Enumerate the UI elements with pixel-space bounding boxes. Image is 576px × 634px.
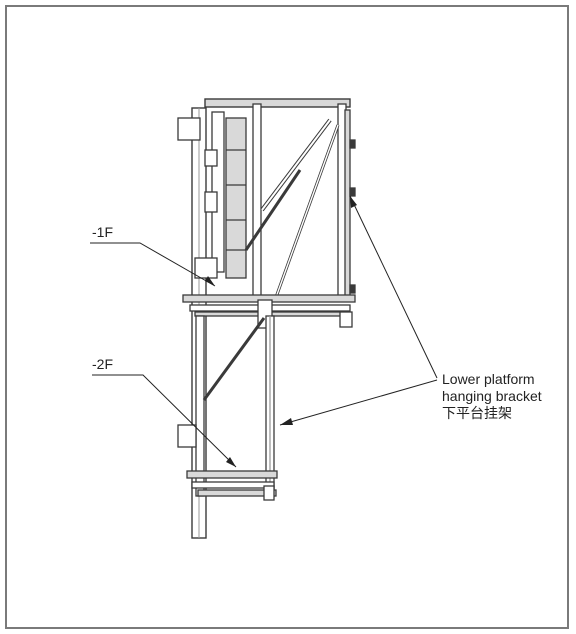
- panel-column: [225, 117, 247, 279]
- leader-1f: [90, 242, 216, 287]
- anchor-mid: [204, 149, 218, 167]
- callout-line-3: 下平台挂架: [442, 405, 512, 421]
- leader-callout-lower: [279, 379, 438, 426]
- anchor-lower: [194, 257, 218, 279]
- callout-label: Lower platform hanging bracket 下平台挂架: [442, 371, 542, 422]
- callout-line-1: Lower platform: [442, 371, 535, 387]
- leader-2f: [92, 374, 237, 468]
- anchor-top: [177, 117, 201, 141]
- lower-post-left: [195, 315, 205, 497]
- lower-bracket: [177, 315, 275, 497]
- top-cap: [204, 98, 351, 108]
- leader-lines: [90, 195, 438, 468]
- drawing-frame: [5, 5, 569, 629]
- upper-bracket: [177, 103, 356, 301]
- leader-callout-upper: [349, 195, 438, 379]
- upper-post-left: [252, 103, 262, 300]
- anchor-mid2: [204, 191, 218, 213]
- anchor-bottom: [177, 424, 197, 448]
- callout-line-2: hanging bracket: [442, 388, 542, 404]
- platform-2f: [186, 470, 278, 501]
- label-2f: -2F: [92, 356, 113, 372]
- label-1f: -1F: [92, 224, 113, 240]
